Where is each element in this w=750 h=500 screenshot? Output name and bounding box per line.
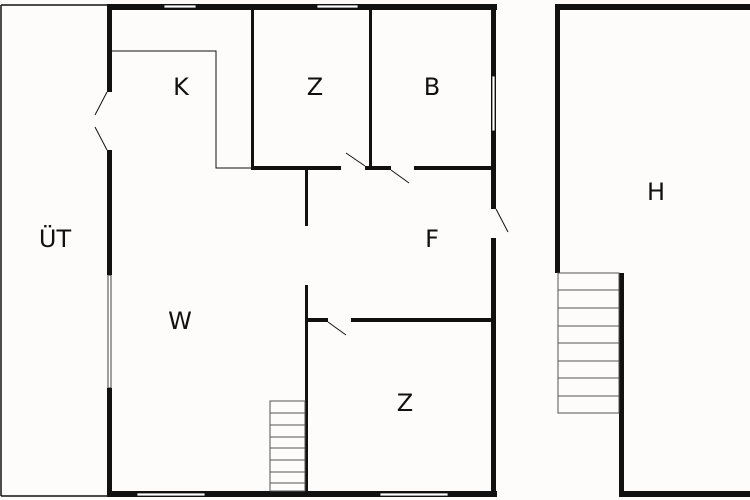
room-label-z1: Z [307,73,323,101]
windows [107,4,496,497]
stairs-h [557,272,620,414]
room-label-f: F [425,225,439,253]
stairs-main [269,400,306,492]
room-label-b: B [424,73,440,101]
h-walls [555,4,750,497]
room-label-k: K [173,73,190,101]
kitchen-counter [112,50,251,169]
room-label-ut: ÜT [39,224,72,253]
room-label-h: H [647,178,665,206]
room-label-z2: Z [397,389,413,417]
terrace-outline [0,4,107,497]
doors [94,91,509,336]
room-label-w: W [168,307,192,335]
